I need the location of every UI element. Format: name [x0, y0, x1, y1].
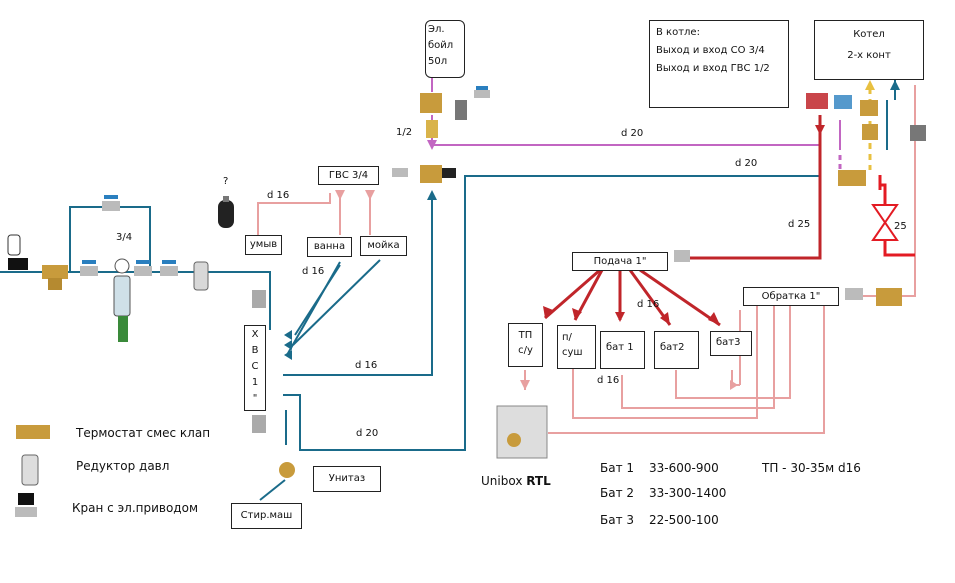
boiler-info-box: В котле: Выход и вход СО 3/4 Выход и вхо…	[649, 20, 789, 108]
obratka-manifold: Обратка 1"	[743, 287, 839, 306]
boiler-info-line1: Выход и вход СО 3/4	[656, 45, 765, 56]
label-three-quarter: 3/4	[116, 232, 133, 243]
heater-line1: Эл.	[428, 24, 445, 35]
fixture-unitaz-label: Унитаз	[328, 473, 366, 484]
electric-valve-icon	[15, 493, 37, 517]
radiator-bat2: бат2	[654, 331, 699, 369]
fixture-moyka: мойка	[360, 236, 407, 256]
fixture-vanna-label: ванна	[313, 241, 346, 252]
fixture-vanna: ванна	[307, 237, 352, 257]
radiator-bat2-label: бат2	[660, 342, 685, 353]
bright-red-pipe	[878, 175, 915, 257]
hvs-letter-5: "	[252, 393, 258, 404]
spec-bat3-name: Бат 3	[600, 513, 635, 527]
spec-bat3-value: 22-500-100	[649, 513, 719, 527]
radiator-p-sush-line1: п/	[562, 332, 572, 343]
expansion-tank-icon	[218, 196, 234, 228]
fixture-moyka-label: мойка	[367, 240, 400, 251]
hot-water-pipes	[257, 85, 916, 434]
label-d25-a: d 25	[788, 219, 811, 230]
unibox-label: Unibox RTL	[481, 474, 551, 488]
heater-line3: 50л	[428, 56, 448, 67]
water-meter-icon	[7, 234, 28, 270]
boiler-info-title: В котле:	[656, 27, 700, 38]
label-question: ?	[223, 176, 229, 187]
label-d20-top: d 20	[621, 128, 644, 139]
label-d20-bottom: d 20	[356, 428, 379, 439]
hvs-letter-2: В	[251, 345, 259, 356]
electric-heater-box: Эл. бойл 50л	[425, 20, 465, 78]
label-d20-mid: d 20	[735, 158, 758, 169]
heater-line2: бойл	[428, 40, 454, 51]
radiator-tp-line2: с/у	[518, 345, 533, 356]
obratka-label: Обратка 1"	[761, 291, 821, 302]
fixture-unitaz: Унитаз	[313, 466, 381, 492]
gvs-label: ГВС 3/4	[328, 170, 369, 181]
kotel-box: Котел 2-х конт	[814, 20, 924, 80]
unibox-name: Unibox	[481, 474, 527, 488]
radiator-bat3-label: бат3	[716, 337, 741, 348]
boiler-fittings-icon	[674, 93, 926, 306]
legend-label-valve: Кран с эл.приводом	[72, 501, 198, 515]
strainer-icon	[42, 265, 68, 290]
label-d16-rad: d 16	[637, 299, 660, 310]
radiator-p-sush: п/ суш	[557, 325, 596, 369]
hvs-letter-1: Х	[251, 329, 259, 340]
fixture-stir-label: Стир.маш	[240, 510, 293, 521]
label-d16-hvs: d 16	[355, 360, 378, 371]
fixture-umyv: умыв	[245, 235, 282, 255]
legend-label-mixing: Термостат смес клап	[76, 426, 211, 440]
hvs-manifold: Х В С 1 "	[244, 325, 266, 411]
boiler-info-line2: Выход и вход ГВС 1/2	[656, 63, 770, 74]
radiator-bat3: бат3	[710, 331, 752, 356]
unibox-bold: RTL	[526, 474, 551, 488]
spec-bat2-name: Бат 2	[600, 486, 635, 500]
kotel-title: Котел	[853, 29, 885, 40]
label-d16-bottom: d 16	[597, 375, 620, 386]
filter-icon	[113, 258, 131, 342]
mixing-valve-icon	[392, 165, 456, 183]
radiator-tp-line1: ТП	[518, 330, 533, 341]
fixture-umyv-label: умыв	[249, 239, 278, 250]
spec-bat2-value: 33-300-1400	[649, 486, 727, 500]
toilet-valve-icon	[279, 462, 295, 478]
label-d25-b: 25	[894, 221, 907, 232]
flow-arrows	[284, 80, 900, 390]
hvs-letter-3: С	[251, 361, 259, 372]
spec-bat1-value: 33-600-900	[649, 461, 719, 475]
kotel-subtitle: 2-х конт	[847, 50, 891, 61]
podacha-label: Подача 1"	[593, 256, 647, 267]
radiator-tp: ТП с/у	[508, 323, 543, 367]
gvs-box: ГВС 3/4	[318, 166, 379, 185]
podacha-manifold: Подача 1"	[572, 252, 668, 271]
unibox-device	[496, 405, 548, 459]
fixture-stir: Стир.маш	[231, 503, 302, 529]
legend-label-reducer: Редуктор давл	[76, 459, 170, 473]
radiator-p-sush-line2: суш	[562, 347, 583, 358]
ball-valve-icon	[80, 195, 178, 276]
radiator-bat1: бат 1	[600, 331, 645, 369]
hvs-letter-4: 1	[251, 377, 259, 388]
tp-spec: ТП - 30-35м d16	[762, 461, 861, 475]
label-d16-fixtures: d 16	[302, 266, 325, 277]
label-half: 1/2	[396, 127, 413, 138]
spec-bat1-name: Бат 1	[600, 461, 635, 475]
pump-valve-icon	[871, 204, 899, 241]
radiator-bat1-label: бат 1	[606, 342, 634, 353]
pressure-reducer-icon	[193, 261, 209, 291]
pressure-reducer-legend-icon	[21, 454, 39, 486]
check-valve-icon	[252, 290, 266, 433]
boiler-valve-icon	[420, 86, 490, 138]
thermostatic-mixing-valve-icon	[16, 425, 50, 439]
label-d16-umyv: d 16	[267, 190, 290, 201]
